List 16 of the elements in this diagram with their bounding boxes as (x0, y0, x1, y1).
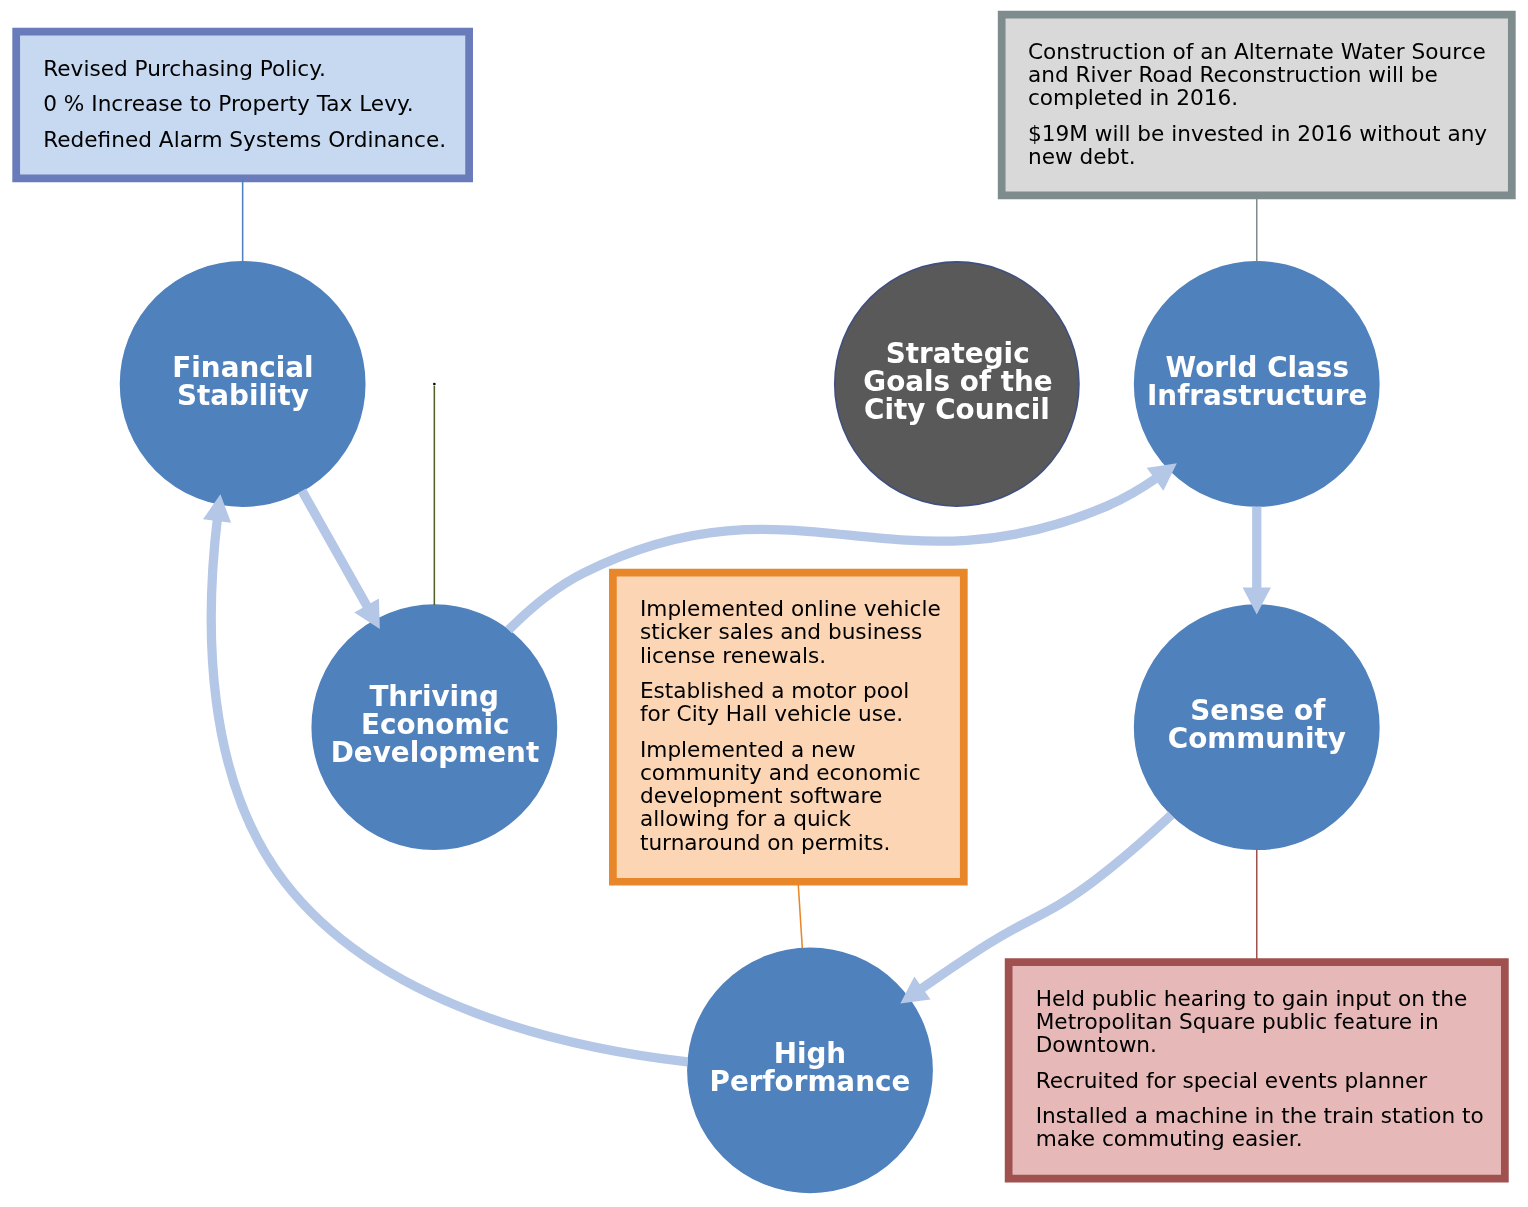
node-box: Held public hearing to gain input on the Metropolitan Square public feature in Downtown. Recruited for special events planner Installed a machine in the train station to make commuting easier. (1004, 958, 1509, 1183)
node-circle: Strategic Goals of the City Council (833, 261, 1080, 507)
connector (433, 385, 436, 606)
arrow (1242, 506, 1271, 615)
node-box: Implemented online vehicle sticker sales and business license renewals. Established a motor pool for City Hall vehicle use. Implemented a new community and economic development software allowing for a quick turnaround on permits. (609, 568, 968, 886)
node-box: Construction of an Alternate Water Source and River Road Reconstruction will be completed in 2016. $19M will be invested in 2016 without any new debt. (997, 10, 1516, 200)
connector (241, 178, 244, 263)
node-circle: Sense of Community (1133, 604, 1380, 851)
node-box: Revised Purchasing Policy. 0 % Increase to Property Tax Levy. Redefined Alarm Systems Ordinance. (12, 27, 473, 183)
node-circle: World Class Infrastructure (1133, 261, 1380, 507)
node-circle: Financial Stability (119, 261, 366, 507)
node-circle: Thriving Economic Development (311, 604, 558, 851)
arrow (297, 488, 380, 629)
arrow (900, 811, 1175, 1004)
arrow (505, 463, 1177, 634)
arrow (203, 494, 689, 1067)
